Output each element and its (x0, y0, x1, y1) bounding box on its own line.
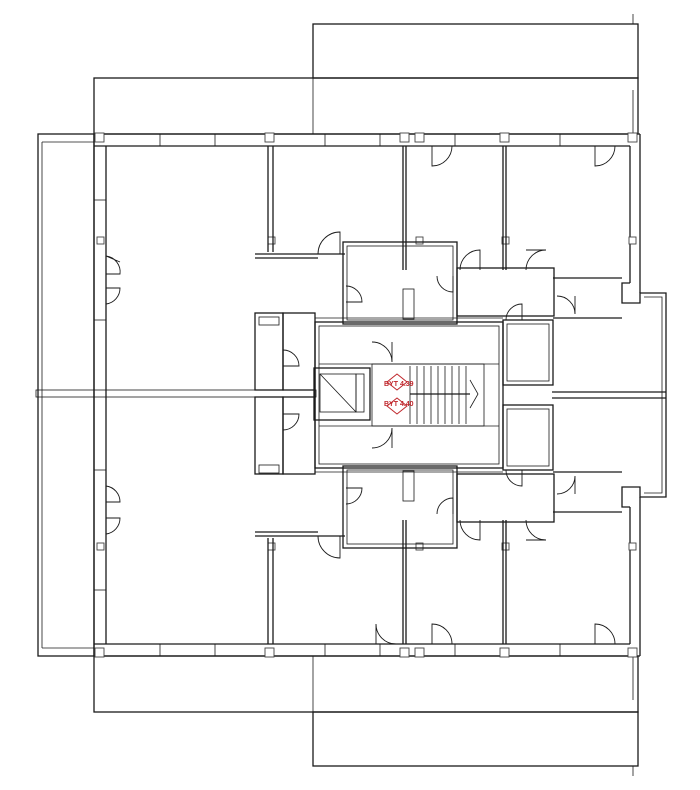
windows (94, 134, 561, 656)
level-markers: BYT 4.39 BYT 4.40 (384, 373, 414, 415)
level-marker-lower-icon (386, 397, 408, 415)
balcony-bottom-lower (312, 711, 639, 767)
doors (105, 145, 616, 645)
level-marker-upper-icon (386, 373, 408, 391)
level-mark-upper: BYT 4.39 (384, 381, 414, 388)
terrace-left (37, 133, 95, 657)
level-mark-lower: BYT 4.40 (384, 401, 414, 408)
balcony-top (93, 77, 639, 135)
balcony-top-upper (312, 23, 639, 79)
columns (94, 132, 638, 658)
interior-walls-bottom (254, 396, 622, 644)
stair-core (313, 321, 504, 469)
interior-walls-top (254, 146, 622, 391)
balcony-bottom (93, 655, 639, 713)
elevator-shaft (313, 367, 371, 421)
balconies (93, 14, 639, 776)
exterior-walls (35, 133, 667, 657)
staircase (371, 363, 485, 427)
